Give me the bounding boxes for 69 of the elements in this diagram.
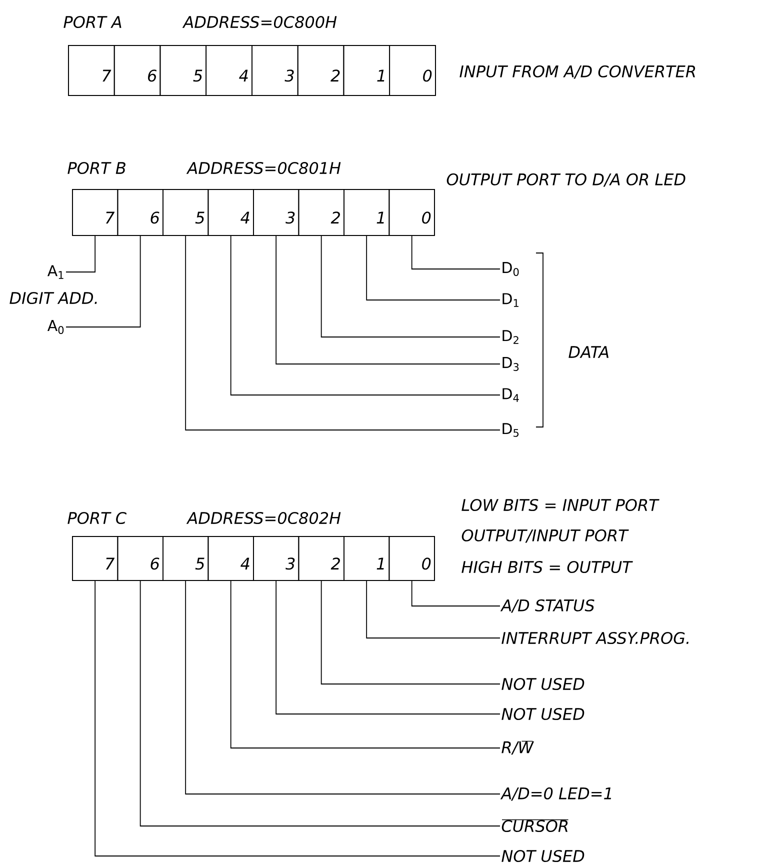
port-description: OUTPUT PORT TO D/A OR LED	[446, 173, 686, 187]
address-label: ADDRESS=0C801H	[186, 162, 341, 174]
bit-cell: 0	[389, 45, 436, 96]
signal-name: NOT USED	[502, 850, 584, 862]
signal-label: A$_{0}$	[47, 320, 64, 334]
signal-label: D$_{0}$	[502, 262, 519, 276]
bit-cell: 4	[208, 536, 254, 581]
port-name: PORT B	[68, 162, 126, 174]
bit-cell: 7	[72, 189, 118, 236]
bit-cell: 6	[117, 536, 164, 581]
label: DIGIT ADD.	[10, 292, 97, 304]
connector-line	[320, 580, 500, 684]
port-name: PORT C	[68, 512, 127, 524]
signal-label: D$_{1}$	[502, 293, 518, 307]
signal-label: D$_{4}$	[502, 388, 519, 402]
address-label: ADDRESS=0C800H	[182, 16, 337, 28]
signal-label: D$_{3}$	[502, 357, 519, 371]
bit-cell: 3	[253, 189, 300, 236]
bit-cell: 3	[253, 536, 300, 581]
signal-name: NOT USED	[502, 708, 584, 720]
bit-cell: 1	[344, 189, 390, 236]
bit-cell: 0	[388, 536, 435, 581]
bit-cell: 5	[162, 189, 209, 236]
connector-line	[320, 235, 500, 338]
port-description: LOW BITS = INPUT PORT	[462, 498, 660, 512]
address-label: ADDRESS=0C802H	[186, 512, 341, 524]
port-description: OUTPUT/INPUT PORT	[462, 529, 629, 543]
connector-line	[276, 235, 500, 364]
bit-cell: 7	[72, 536, 118, 581]
signal-name: NOT USED	[502, 678, 584, 690]
connector-line	[276, 580, 500, 714]
signal-label: D$_{2}$	[502, 330, 518, 344]
bit-cell: 4	[208, 189, 254, 236]
port-name: PORT A	[64, 16, 122, 28]
bracket-label: DATA	[568, 346, 608, 358]
connector-line	[230, 580, 500, 748]
bit-cell: 1	[344, 536, 390, 581]
bit-cell: 1	[343, 45, 390, 96]
port-description: HIGH BITS = OUTPUT	[462, 560, 633, 574]
signal-name: INTERRUPT ASSY.PROG.	[502, 632, 688, 644]
connector-line	[185, 580, 500, 794]
bit-cell: 4	[206, 45, 252, 96]
connector-line	[411, 235, 500, 270]
connector-line	[366, 580, 500, 638]
bit-cell: 2	[298, 536, 344, 581]
signal-name: R/W	[502, 740, 534, 755]
bit-cell: 5	[160, 45, 207, 96]
connector-line	[411, 580, 500, 606]
port-description: INPUT FROM A/D CONVERTER	[460, 65, 696, 79]
connector-line	[230, 235, 500, 396]
bit-cell: 3	[252, 45, 298, 96]
signal-name: CURSOR	[502, 819, 569, 832]
signal-label: A$_{1}$	[47, 265, 64, 279]
signal-name: A/D STATUS	[500, 599, 594, 613]
bit-cell: 6	[117, 189, 164, 236]
signal-label: D$_{5}$	[502, 423, 518, 437]
bit-cell: 2	[298, 189, 344, 236]
bit-cell: 2	[297, 45, 344, 96]
connector-line	[66, 235, 96, 272]
connector-line	[94, 580, 500, 856]
bit-cell: 0	[388, 189, 435, 236]
signal-name: A/D=0 LED=1	[500, 787, 612, 801]
connector-line	[140, 580, 500, 826]
bit-cell: 6	[114, 45, 161, 96]
connector-line	[66, 235, 141, 328]
bit-cell: 7	[68, 45, 115, 96]
connector-line	[185, 235, 500, 430]
connector-line	[366, 235, 500, 300]
bit-cell: 5	[162, 536, 209, 581]
